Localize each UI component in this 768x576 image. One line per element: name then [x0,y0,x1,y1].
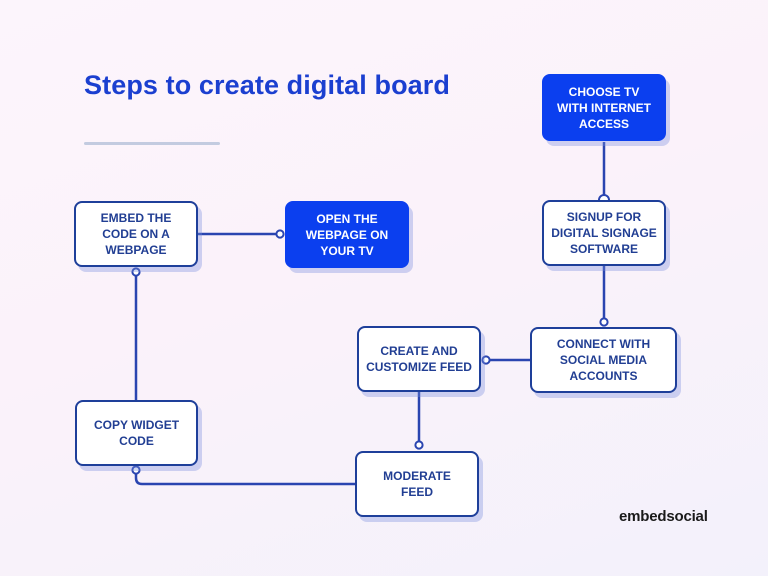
connector-moderate-copy [134,472,355,486]
page-title: Steps to create digital board [84,70,450,100]
step-label: MODERATE FEED [383,469,451,499]
step-embed: EMBED THE CODE ON A WEBPAGE [74,201,198,267]
step-label: CREATE AND CUSTOMIZE FEED [366,344,472,374]
step-copy: COPY WIDGET CODE [75,400,198,466]
step-label: CHOOSE TV WITH INTERNET ACCESS [557,84,651,131]
embedsocial-logo: embedsocial [619,508,708,525]
connector-dot [598,194,610,201]
connector-dot [599,317,609,327]
step-create: CREATE AND CUSTOMIZE FEED [357,326,481,392]
title-underline-divider [84,142,220,145]
step-choose-tv: CHOOSE TV WITH INTERNET ACCESS [542,74,666,141]
step-connect: CONNECT WITH SOCIAL MEDIA ACCOUNTS [530,327,677,393]
step-label: COPY WIDGET CODE [93,418,180,448]
connector-dot [275,229,285,239]
step-label: CONNECT WITH SOCIAL MEDIA ACCOUNTS [556,337,651,383]
step-signup: SIGNUP FOR DIGITAL SIGNAGE SOFTWARE [542,200,666,266]
step-label: EMBED THE CODE ON A WEBPAGE [100,211,172,257]
connector-dot [414,440,424,450]
embedsocial-logo-text: embedsocial [619,508,708,525]
step-label: SIGNUP FOR DIGITAL SIGNAGE SOFTWARE [551,210,657,256]
connector-dot [131,465,141,475]
connector-dot [131,267,141,277]
step-label: OPEN THE WEBPAGE ON YOUR TV [305,211,389,258]
step-open: OPEN THE WEBPAGE ON YOUR TV [285,201,409,268]
connector-dot [481,355,491,365]
step-moderate: MODERATE FEED [355,451,479,517]
